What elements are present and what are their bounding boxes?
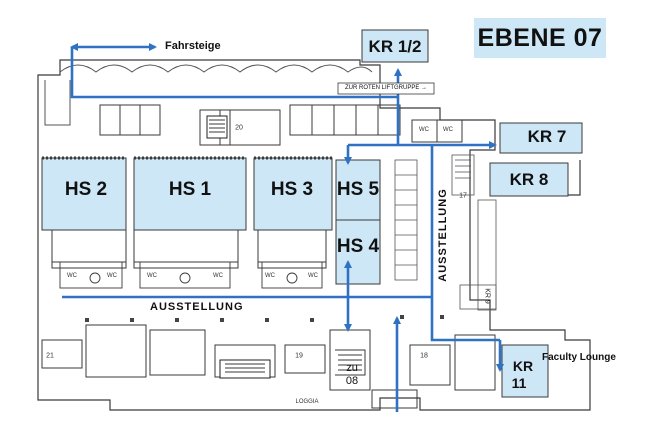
right-stalls — [394, 154, 497, 311]
wc-blocks — [59, 261, 323, 289]
level-badge: EBENE 07 — [474, 18, 606, 58]
route-lines — [62, 43, 504, 412]
lower-rooms — [41, 324, 496, 409]
upper-rooms — [99, 104, 463, 146]
arched-facade — [44, 64, 373, 126]
columns — [85, 315, 444, 322]
highlighted-rooms — [41, 29, 583, 398]
directional-sign-box — [337, 82, 435, 95]
